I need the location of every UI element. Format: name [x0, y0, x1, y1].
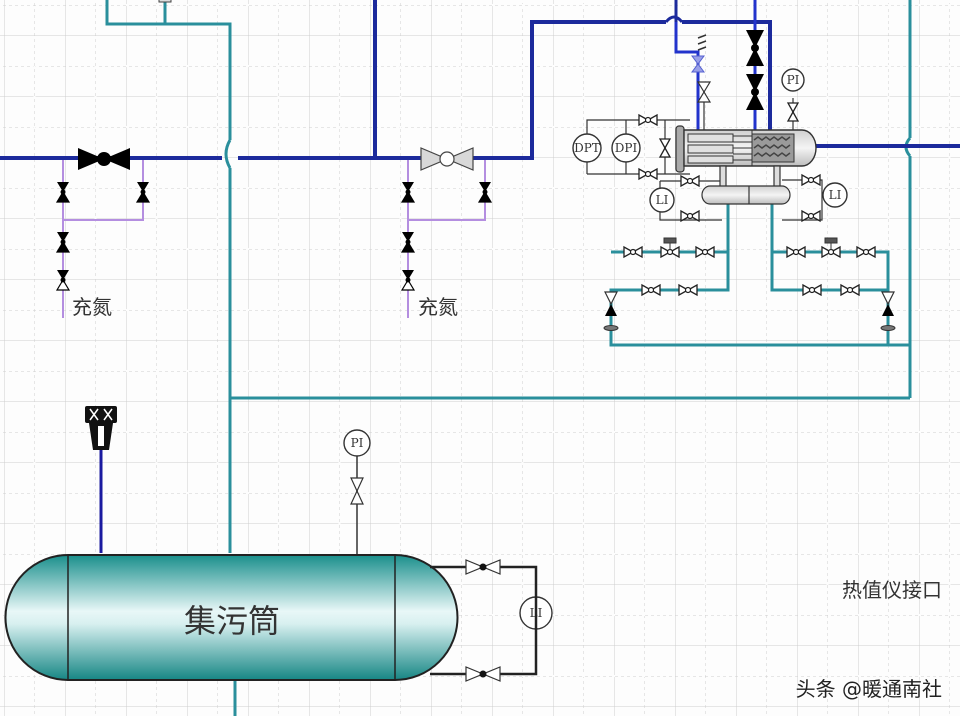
small-valve[interactable]: [680, 174, 700, 188]
nitrogen-valves: [55, 182, 493, 291]
drain-control-valve-right-actuator[interactable]: [824, 237, 838, 250]
nitrogen-valve[interactable]: [400, 232, 416, 253]
drain-loop-left: [609, 204, 910, 347]
small-valve[interactable]: [802, 283, 822, 297]
main-control-valve-left[interactable]: [78, 148, 130, 170]
vent-cap[interactable]: [85, 406, 117, 450]
small-valve[interactable]: [786, 102, 800, 122]
li-instrument-left[interactable]: LI: [649, 187, 675, 213]
pipe-crossover-jump: [224, 139, 232, 169]
small-valve[interactable]: [801, 173, 821, 187]
separator-sump: [701, 185, 791, 205]
small-valve[interactable]: [623, 245, 643, 259]
small-valve[interactable]: [638, 113, 658, 127]
small-valve[interactable]: [801, 209, 821, 223]
nitrogen-valve[interactable]: [400, 182, 416, 203]
dpi-instrument[interactable]: DPI: [611, 133, 641, 163]
dpt-instrument[interactable]: DPT: [572, 133, 602, 163]
level-valve-top[interactable]: [465, 559, 501, 575]
nitrogen-valve[interactable]: [55, 270, 71, 291]
small-valve[interactable]: [658, 138, 672, 158]
nitrogen-valve[interactable]: [55, 182, 71, 203]
small-valve[interactable]: [678, 283, 698, 297]
sump-vessel: 集污筒: [4, 406, 538, 682]
small-valve[interactable]: [680, 209, 700, 223]
pipe-crossover-jump: [664, 15, 684, 23]
inlet-isolation-valve[interactable]: [696, 81, 712, 103]
drain-valve-right[interactable]: [880, 291, 896, 331]
nitrogen-label-right: 充氮: [418, 295, 458, 319]
nitrogen-valve[interactable]: [55, 232, 71, 253]
dpt-instrument-label: DPT: [574, 141, 600, 155]
main-pipe-upper: [373, 0, 772, 160]
watermark: 头条 @暖通南社: [795, 677, 942, 701]
safety-relief-valve[interactable]: [691, 34, 707, 73]
heat-value-port-label: 热值仪接口: [842, 578, 942, 602]
li-instrument-right-label: LI: [829, 188, 842, 202]
main-control-valve-right[interactable]: [420, 147, 474, 171]
small-valve[interactable]: [856, 245, 876, 259]
small-valve[interactable]: [638, 167, 658, 181]
small-valve[interactable]: [641, 283, 661, 297]
drain-control-valve-left-actuator[interactable]: [663, 237, 677, 250]
drain-valve-left[interactable]: [603, 291, 619, 331]
nitrogen-valve[interactable]: [400, 270, 416, 291]
nitrogen-label-left: 充氮: [72, 295, 112, 319]
small-valve[interactable]: [786, 245, 806, 259]
small-isolation-valves: [623, 102, 876, 297]
li-instrument-right[interactable]: LI: [822, 182, 848, 208]
vessel-label: 集污筒: [184, 602, 280, 640]
teal-pipes: [105, 0, 912, 716]
relief-branch: [674, 22, 700, 132]
pi-instrument-top[interactable]: PI: [781, 68, 805, 92]
pi-instrument-vessel[interactable]: PI: [343, 429, 371, 457]
drain-bypass-right: [772, 250, 890, 290]
small-valve[interactable]: [695, 245, 715, 259]
flange: [675, 125, 685, 173]
nitrogen-valve[interactable]: [135, 182, 151, 203]
filter-separator: [586, 82, 823, 221]
small-valve[interactable]: [840, 283, 860, 297]
nitrogen-valve[interactable]: [477, 182, 493, 203]
pipe-fitting: [158, 0, 172, 3]
dpi-instrument-label: DPI: [615, 141, 638, 155]
level-valve-bottom[interactable]: [465, 666, 501, 682]
pi-instrument-top-label: PI: [787, 73, 800, 87]
drain-loop-right: [770, 204, 890, 345]
teal-pipe-left-riser: [105, 0, 232, 553]
pi-instrument-vessel-label: PI: [351, 436, 364, 450]
small-valve[interactable]: [821, 245, 841, 259]
bypass-valve-upper[interactable]: [746, 30, 764, 66]
li-instrument-left-label: LI: [656, 193, 669, 207]
pi-isolation-valve[interactable]: [350, 477, 364, 493]
bypass-valve-lower[interactable]: [746, 74, 764, 110]
